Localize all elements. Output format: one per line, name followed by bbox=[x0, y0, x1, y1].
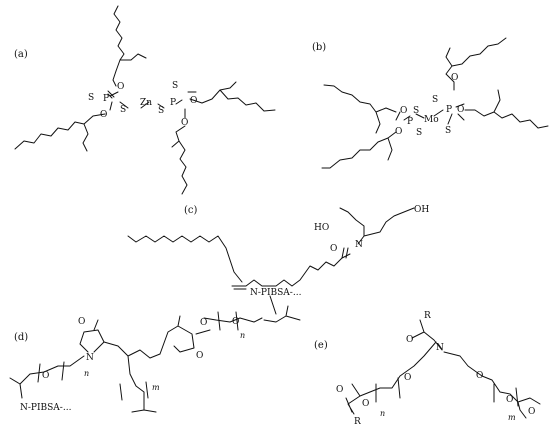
panel-a-s-left: S bbox=[88, 93, 94, 103]
panel-b-lower-chain bbox=[321, 131, 397, 169]
panel-b-modtp: (b) O O P S S O Mo S P O S bbox=[312, 37, 549, 169]
panel-e-right-arm bbox=[443, 351, 541, 405]
panel-b-o-upper: O bbox=[451, 73, 458, 83]
panel-d-o-carbonyl-right: O bbox=[196, 351, 203, 361]
panel-d-pibsa-label-top: N-PIBSA-... bbox=[250, 288, 302, 298]
panel-c-ho: HO bbox=[314, 223, 329, 233]
panel-c-oh: OH bbox=[414, 205, 429, 215]
panel-c-label: (c) bbox=[184, 205, 198, 216]
panel-b-o-left: O bbox=[400, 106, 407, 116]
panel-e-o-ring-right: O bbox=[506, 395, 513, 405]
panel-e-n: N bbox=[436, 343, 444, 353]
panel-d-left-brackets bbox=[37, 361, 65, 383]
panel-a-o-upper: O bbox=[117, 82, 124, 92]
panel-a-upper-ch2 bbox=[115, 59, 121, 72]
panel-b-left-chain bbox=[323, 84, 397, 134]
panel-e-o-left: O bbox=[404, 373, 411, 383]
panel-a-right-chain bbox=[201, 81, 276, 112]
panel-d-left-chain bbox=[9, 355, 85, 399]
panel-a-o-right: O bbox=[190, 96, 197, 106]
panel-a-p-right: P bbox=[170, 98, 176, 108]
panel-d-label: (d) bbox=[14, 332, 28, 343]
panel-a-s-bridge-right: S bbox=[158, 106, 164, 116]
panel-a-ps-double bbox=[107, 90, 115, 99]
panel-a-core-bonds bbox=[109, 91, 203, 119]
panel-a-zn: Zn bbox=[140, 98, 152, 108]
panel-d-m-subscript: m bbox=[152, 383, 160, 392]
panel-e-acyl bbox=[411, 319, 443, 351]
panel-d-m-brackets bbox=[119, 381, 149, 401]
panel-b-p-left: P bbox=[407, 117, 413, 127]
panel-b-o-right: O bbox=[457, 105, 464, 115]
panel-b-s-right: S bbox=[432, 95, 438, 105]
panel-e-o-ring-left: O bbox=[362, 399, 369, 409]
panel-a-p-left: P bbox=[103, 94, 109, 104]
panel-c-diethanol bbox=[339, 207, 415, 245]
panel-b-p-right: P bbox=[446, 105, 452, 115]
panel-b-s-left: S bbox=[413, 106, 419, 116]
panel-a-o-lower: O bbox=[181, 118, 188, 128]
panel-e-ester: (e) R O N O O O O O O R n m bbox=[314, 311, 541, 427]
panel-a-upper-chain bbox=[112, 5, 147, 87]
panel-d-o-left: O bbox=[78, 317, 85, 327]
panel-d-n-subscript-right: n bbox=[240, 331, 245, 340]
panel-a-s-bridge-left: S bbox=[120, 105, 126, 115]
panel-c-amide: (c) O N HO OH bbox=[127, 205, 429, 290]
panel-e-left-end bbox=[345, 383, 371, 415]
panel-d-pibsa: (d) O N O O O O n m n N-PIBSA-... N-PIBS… bbox=[9, 288, 302, 413]
panel-c-n: N bbox=[355, 240, 363, 250]
panel-b-upper-chain bbox=[445, 37, 507, 91]
panel-e-left-arm bbox=[369, 341, 437, 393]
panel-b-o-lower: O bbox=[395, 127, 402, 137]
panel-e-r-top: R bbox=[424, 311, 431, 321]
panel-e-o-right: O bbox=[476, 371, 483, 381]
panel-e-m-subscript: m bbox=[508, 413, 516, 422]
panel-b-mo: Mo bbox=[424, 115, 439, 125]
panel-b-core-bonds bbox=[395, 103, 465, 125]
panel-b-s-double-left: S bbox=[416, 128, 422, 138]
panel-b-right-chain bbox=[464, 89, 549, 129]
panel-c-o: O bbox=[330, 244, 337, 254]
panel-d-left-ring bbox=[79, 319, 105, 353]
panel-d-right-ring bbox=[159, 315, 211, 355]
panel-d-o-ether-right: O bbox=[232, 317, 239, 327]
panel-d-n-left: N bbox=[86, 353, 94, 363]
panel-c-double-bonds bbox=[233, 247, 349, 290]
panel-e-o-carbonyl: O bbox=[406, 335, 413, 345]
panel-c-chain-left bbox=[127, 235, 243, 283]
panel-e-label: (e) bbox=[314, 340, 328, 351]
panel-a-zddp: (a) O S P O S Zn S P S O O bbox=[14, 5, 276, 195]
panel-a-label: (a) bbox=[14, 49, 28, 60]
panel-a-s-right: S bbox=[172, 81, 178, 91]
panel-a-lower-chain bbox=[171, 125, 188, 195]
panel-b-label: (b) bbox=[312, 42, 326, 53]
panel-d-o-ether-left: O bbox=[42, 371, 49, 381]
panel-e-o-ester-right: O bbox=[528, 407, 535, 417]
panel-e-brackets bbox=[375, 377, 519, 407]
panel-d-right-chain bbox=[203, 311, 263, 331]
panel-d-pibsa-link bbox=[263, 295, 301, 323]
panel-e-right-end bbox=[517, 401, 527, 419]
panel-e-r-bottom: R bbox=[354, 417, 361, 427]
panel-e-o-ester-left: O bbox=[336, 385, 343, 395]
panel-a-left-chain bbox=[14, 113, 106, 152]
panel-b-s-double-right: S bbox=[445, 126, 451, 136]
panel-d-backbone bbox=[103, 341, 161, 413]
panel-d-n-subscript-left: n bbox=[84, 369, 89, 378]
panel-e-n-subscript: n bbox=[380, 409, 385, 418]
panel-a-o-left: O bbox=[100, 110, 107, 120]
panel-d-pibsa-label-bottom: N-PIBSA-... bbox=[20, 403, 72, 413]
panel-d-o-right: O bbox=[200, 318, 207, 328]
panel-c-chain-right bbox=[231, 253, 351, 287]
